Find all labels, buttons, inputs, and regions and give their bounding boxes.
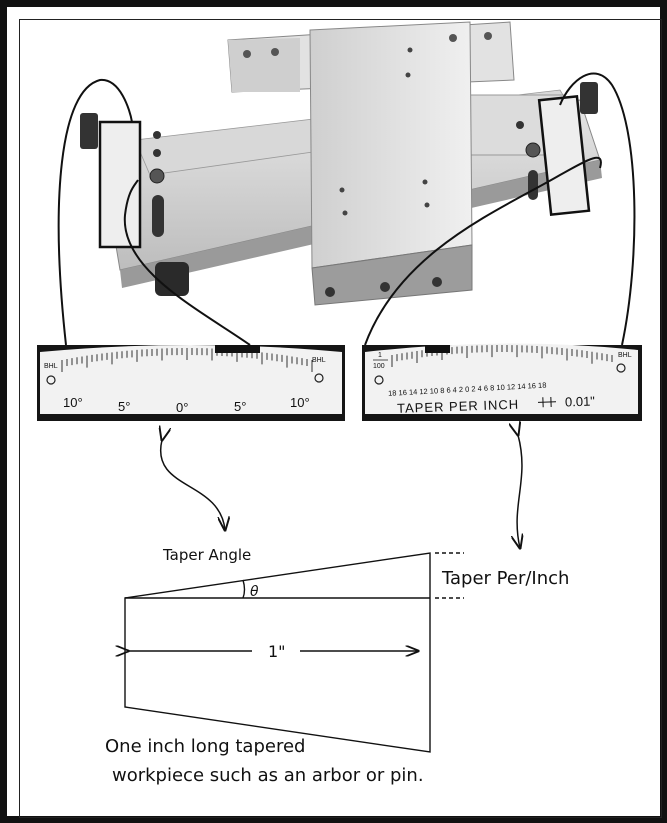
workpiece-outline [124,552,431,753]
left-scale-panel: BHL BHL 10° 5° 0° 5° 10° [37,345,345,421]
theta-symbol: θ [250,584,259,600]
taper-attachment-photo [80,21,602,306]
caption-line-2: workpiece such as an arbor or pin. [112,765,424,786]
left-label-0: 0° [176,400,188,415]
taper-per-inch-caption: TAPER PER INCH [397,397,520,416]
fraction-denominator: 100 [373,363,385,370]
caption-line-1: One inch long tapered [105,736,305,757]
unit-arrow-icon [537,396,557,408]
right-brand-label: BHL [618,352,632,359]
taper-angle-label: Taper Angle [162,546,251,564]
left-brand-label: BHL [44,363,58,370]
left-label-10-right: 10° [290,395,310,410]
taper-per-inch-arrow-icon [517,435,522,548]
right-scale-panel: 1 100 BHL 18 16 14 12 10 8 6 4 2 0 2 4 6… [362,343,642,421]
curved-arrows [161,435,522,548]
length-label: 1" [268,642,286,661]
taper-angle-arrow-icon [161,440,225,530]
left-label-5-left: 5° [118,399,130,414]
left-label-10-left: 10° [63,395,83,410]
angle-arc [242,579,246,599]
taper-per-inch-label: Taper Per/Inch [441,568,569,589]
left-brand-label-right: BHL [312,357,326,364]
inner-frame [19,19,662,818]
taper-workpiece-diagram [124,552,464,753]
fraction-numerator: 1 [378,352,382,359]
left-label-5-right: 5° [234,399,246,414]
taper-unit: 0.01" [565,393,596,409]
callout-lines [57,72,636,346]
